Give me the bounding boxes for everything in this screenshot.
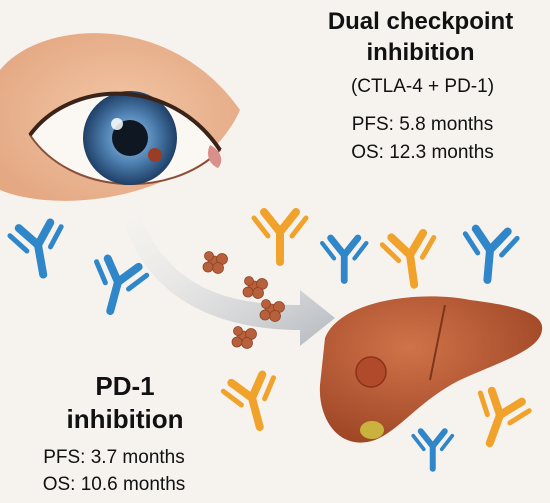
dual-os: OS: 12.3 months — [351, 142, 494, 163]
pd1-os: OS: 10.6 months — [42, 474, 186, 495]
dual-checkpoint-title: Dual checkpoint inhibition — [327, 8, 514, 66]
pd1-inhibition-title: PD-1 inhibition — [66, 371, 184, 434]
metastasis-arrow — [125, 215, 335, 346]
liver-metastasis — [355, 356, 387, 388]
antibody-icon — [322, 238, 366, 281]
antibody-icon — [465, 387, 531, 452]
antibody-icon — [9, 221, 69, 279]
ocular-tumor — [148, 148, 162, 162]
antibody-icon — [381, 232, 439, 289]
tumor-cell-icon — [231, 326, 257, 349]
antibody-icon — [254, 212, 306, 262]
antibody-icon — [85, 256, 148, 318]
gallbladder — [360, 421, 384, 439]
antibody-icon — [461, 228, 517, 282]
dual-checkpoint-subtitle: (CTLA-4 + PD-1) — [350, 76, 495, 97]
antibody-icon — [413, 431, 452, 469]
tumor-cell-icon — [242, 276, 268, 299]
tumor-cell-icon — [202, 251, 228, 274]
eye-illustration — [0, 33, 240, 201]
antibody-icon — [222, 372, 285, 434]
liver-illustration — [319, 296, 543, 443]
dual-pfs: PFS: 5.8 months — [351, 114, 494, 135]
pd1-pfs: PFS: 3.7 months — [43, 447, 185, 468]
